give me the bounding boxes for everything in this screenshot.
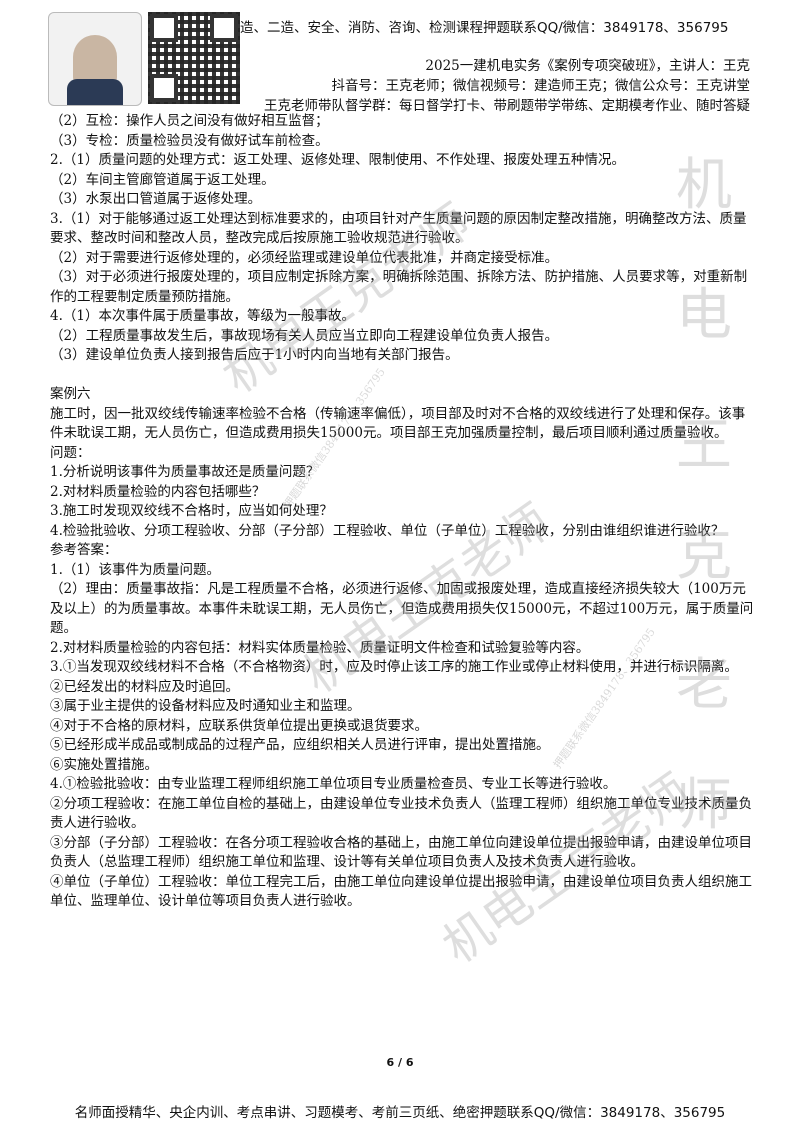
paragraph: 3.施工时发现双绞线不合格时，应当如何处理？: [50, 503, 333, 519]
author-qr-photo: [48, 12, 142, 106]
paragraph: ③属于业主提供的设备材料应及时通知业主和监理。: [50, 698, 361, 714]
qr-code-icon: [148, 12, 240, 104]
paragraph: 2.对材料质量检验的内容包括哪些？: [50, 483, 266, 500]
author-face-icon: [73, 35, 117, 85]
paragraph: 3.（1）对于能够通过返工处理达到标准要求的，由项目针对产生质量问题的原因制定整…: [50, 210, 747, 247]
header-course-line: 2025一建机电实务《案例专项突破班》，主讲人：王克: [425, 58, 750, 74]
paragraph: （2）工程质量事故发生后，事故现场有关人员应当立即向工程建设单位负责人报告。: [50, 327, 559, 344]
paragraph: 4.检验批验收、分项工程验收、分部（子分部）工程验收、单位（子单位）工程验收，分…: [50, 522, 725, 539]
paragraph: （3）水泵出口管道属于返修处理。: [50, 191, 262, 207]
page-footer: 名师面授精华、央企内训、考点串讲、习题模考、考前三页纸、绝密押题联系QQ/微信：…: [74, 1105, 726, 1121]
paragraph: （3）对于必须进行报废处理的，项目应制定拆除方案，明确拆除范围、拆除方法、防护措…: [50, 269, 748, 305]
paragraph: 问题：: [50, 444, 91, 461]
paragraph: 4.①检验批验收：由专业监理工程师组织施工单位项目专业质量检查员、专业工长等进行…: [50, 776, 617, 792]
paragraph: （2）互检：操作人员之间没有做好相互监督；: [50, 113, 329, 129]
header-promo-line: 造、二造、安全、消防、咨询、检测课程押题联系QQ/微信：3849178、3567…: [240, 20, 729, 36]
paragraph: （2）车间主管廊管道属于返工处理。: [50, 171, 275, 188]
paragraph: ⑥实施处置措施。: [50, 756, 158, 773]
paragraph: 施工时，因一批双绞线传输速率检验不合格（传输速率偏低），项目部及时对不合格的双绞…: [50, 405, 746, 442]
paragraph: （3）专检：质量检验员没有做好试车前检查。: [50, 132, 329, 149]
paragraph: 参考答案：: [50, 542, 118, 558]
header-social-line: 抖音号：王克老师；微信视频号：建造师王克；微信公众号：王克讲堂: [331, 78, 751, 94]
paragraph: ⑤已经形成半成品或制成品的过程产品，应组织相关人员进行评审，提出处置措施。: [50, 737, 550, 753]
paragraph: 2.（1）质量问题的处理方式：返工处理、返修处理、限制使用、不作处理、报废处理五…: [50, 152, 625, 168]
author-suit-icon: [67, 79, 123, 105]
paragraph: 1.分析说明该事件为质量事故还是质量问题？: [50, 464, 320, 480]
page-header: 造、二造、安全、消防、咨询、检测课程押题联系QQ/微信：3849178、3567…: [0, 0, 800, 116]
paragraph: ④对于不合格的原材料，应联系供货单位提出更换或退货要求。: [50, 717, 428, 734]
paragraph: 3.①当发现双绞线材料不合格（不合格物资）时，应及时停止该工序的施工作业或停止材…: [50, 659, 738, 675]
paragraph: 1.（1）该事件为质量问题。: [50, 561, 220, 578]
paragraph: ③分部（子分部）工程验收：在各分项工程验收合格的基础上，由施工单位向建设单位提出…: [50, 834, 752, 871]
paragraph: ②分项工程验收：在施工单位自检的基础上，由建设单位专业技术负责人（监理工程师）组…: [50, 795, 752, 832]
paragraph: 4.（1）本次事件属于质量事故，等级为一般事故。: [50, 308, 355, 324]
paragraph-gap: [50, 366, 755, 386]
header-group-line: 王克老师带队督学群：每日督学打卡、带刷题带学带练、定期模考作业、随时答疑: [264, 98, 750, 114]
paragraph: ②已经发出的材料应及时追回。: [50, 678, 239, 695]
document-body: （2）互检：操作人员之间没有做好相互监督； （3）专检：质量检验员没有做好试车前检…: [50, 112, 755, 912]
paragraph: （2）理由：质量事故指：凡是工程质量不合格，必须进行返修、加固或报废处理，造成直…: [50, 581, 754, 636]
page-number: 6 / 6: [386, 1056, 414, 1069]
paragraph: （2）对于需要进行返修处理的，必须经监理或建设单位代表批准，并商定接受标准。: [50, 249, 559, 266]
paragraph: （3）建设单位负责人接到报告后应于1小时内向当地有关部门报告。: [50, 347, 459, 363]
paragraph: 案例六: [50, 386, 91, 402]
paragraph: ④单位（子单位）工程验收：单位工程完工后，由施工单位向建设单位提出报验申请，由建…: [50, 873, 752, 910]
paragraph: 2.对材料质量检验的内容包括：材料实体质量检验、质量证明文件检查和试验复验等内容…: [50, 639, 590, 656]
